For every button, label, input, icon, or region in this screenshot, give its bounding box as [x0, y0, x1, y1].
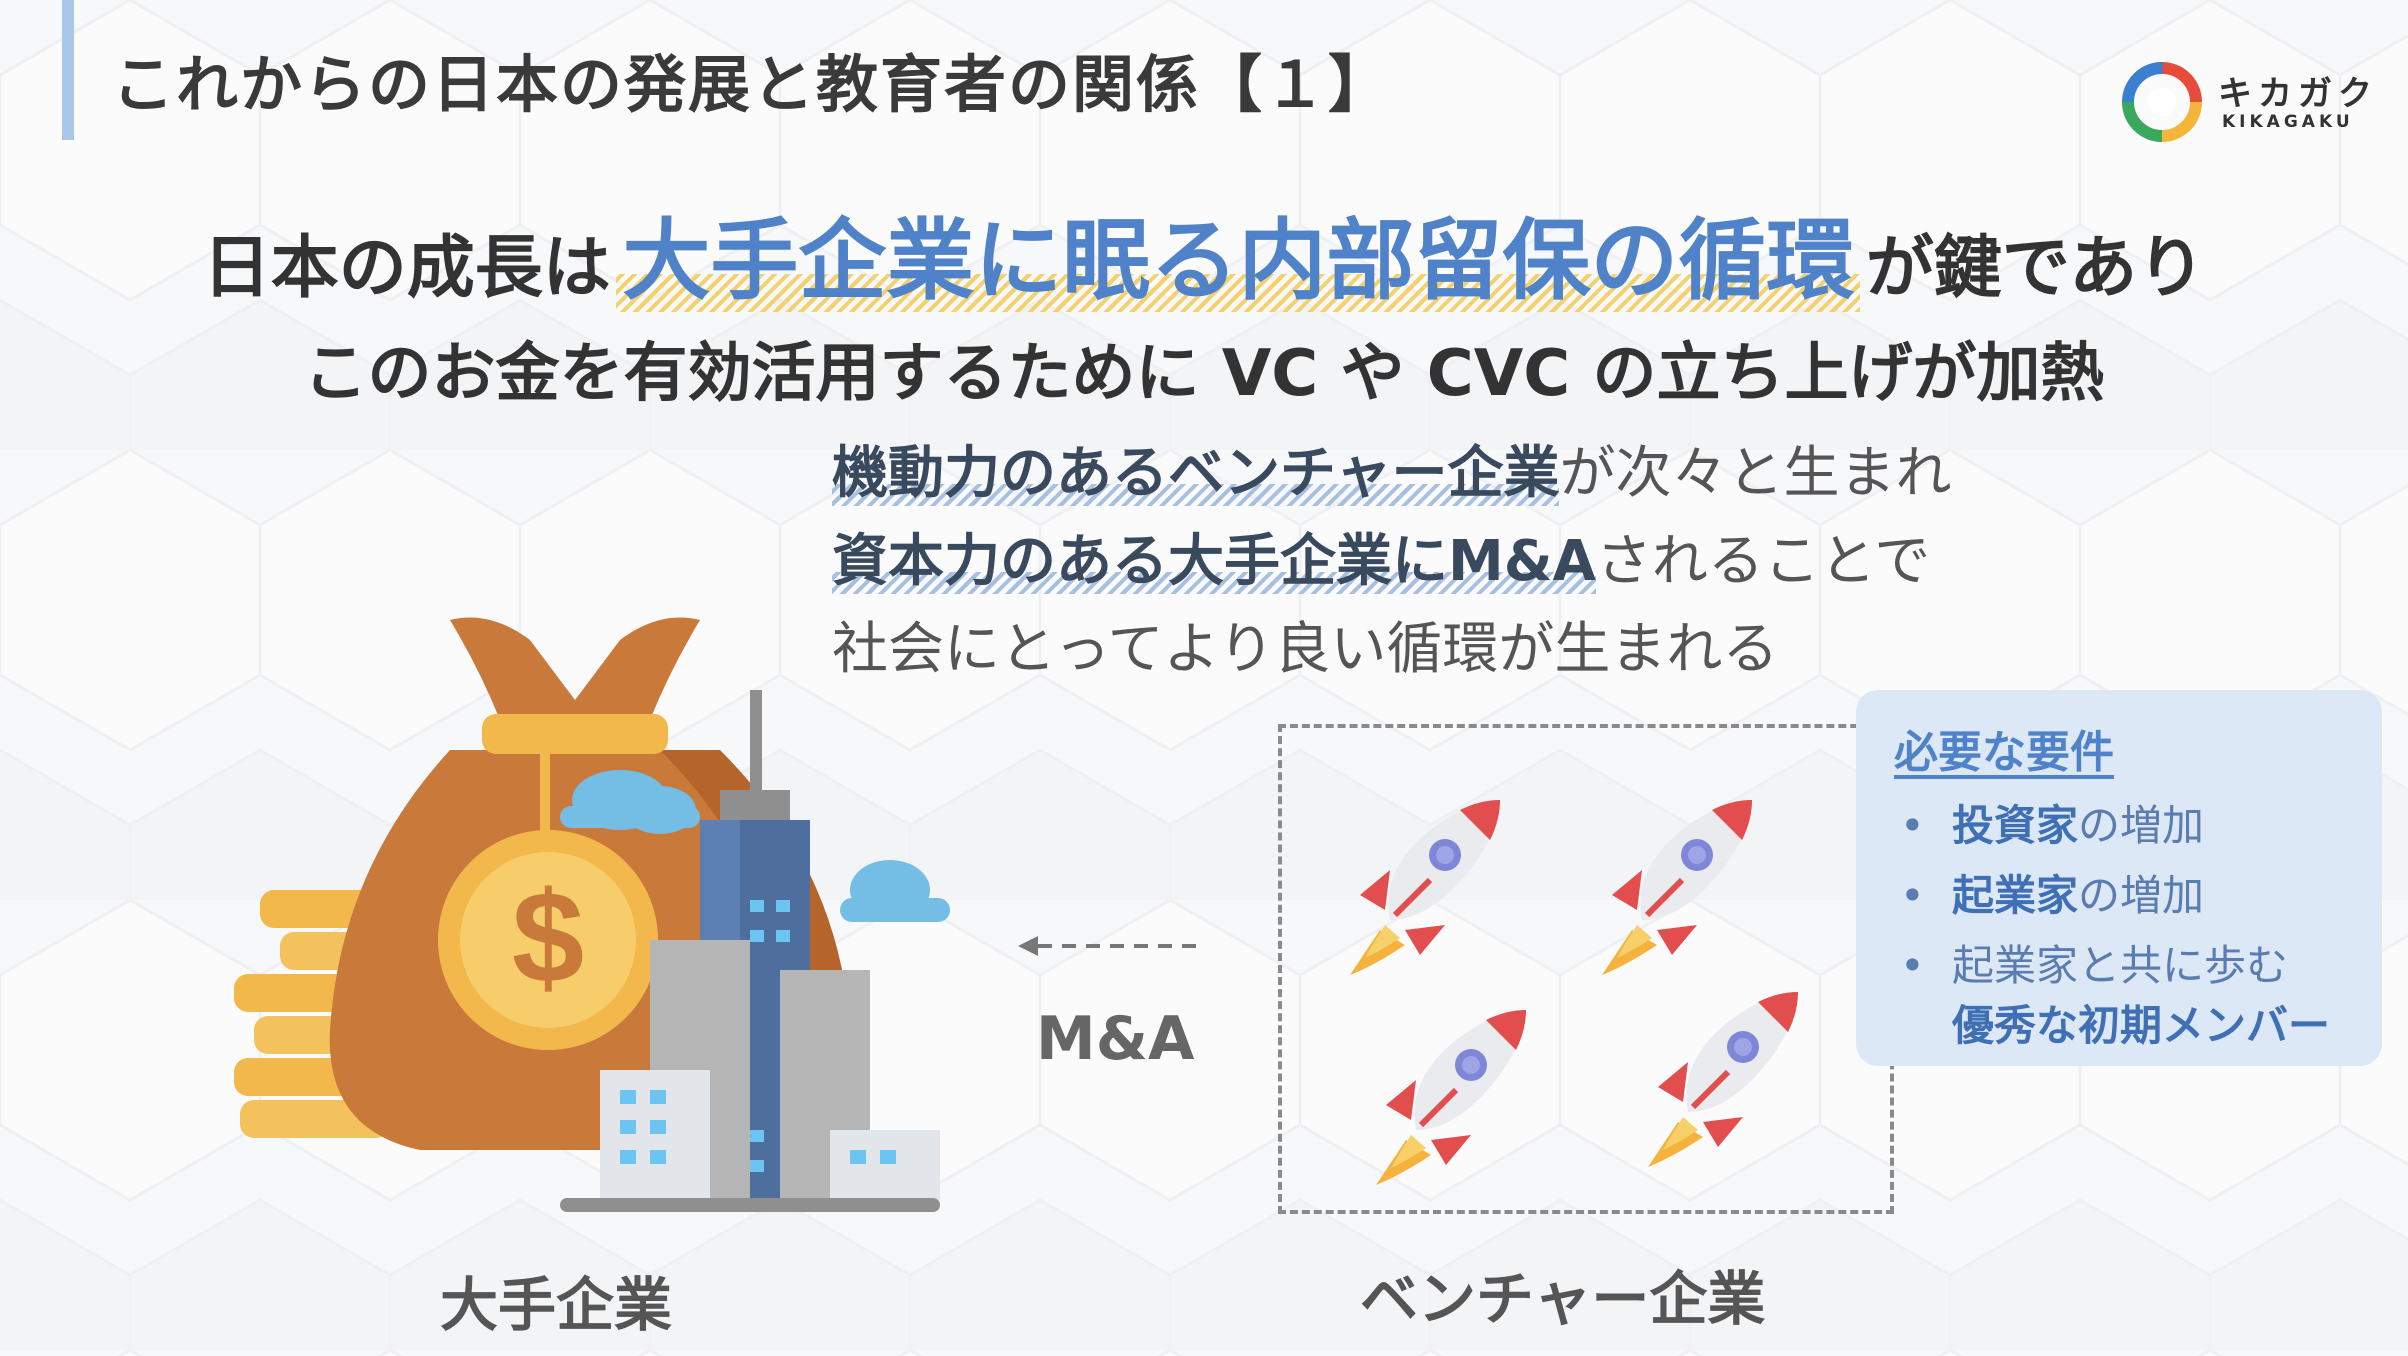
requirements-list: •投資家の増加 •起業家の増加 •起業家と共に歩む優秀な初期メンバー	[1894, 796, 2382, 1056]
requirement-item: • 投資家の増加	[1894, 796, 2382, 856]
body-text: 機動力のあるベンチャー企業が次々と生まれ 資本力のある大手企業にM&Aされること…	[832, 430, 1951, 694]
logo-subtitle: KIKAGAKU	[2222, 112, 2354, 132]
bullet-icon: •	[1900, 941, 1925, 990]
headline-suffix: が鍵であり	[1865, 229, 2206, 308]
rocket-icon	[1602, 800, 1752, 975]
big-company-label: 大手企業	[440, 1271, 673, 1339]
rockets-group	[1320, 770, 1860, 1190]
bullet-icon: •	[1900, 871, 1925, 920]
body-line2-highlight: 資本力のある大手企業にM&A	[832, 529, 1596, 594]
body-line1-rest: が次々と生まれ	[1559, 441, 1952, 506]
requirement-line2: 優秀な初期メンバー	[1952, 1001, 2331, 1050]
buildings-icon	[560, 690, 940, 1212]
headline-line1: 日本の成長は 大手企業に眠る内部留保の循環 が鍵であり	[0, 190, 2408, 317]
rocket-icon	[1376, 1010, 1526, 1185]
requirement-rest: の増加	[2078, 871, 2205, 920]
requirements-title: 必要な要件	[1894, 727, 2114, 778]
requirement-bold: 投資家	[1952, 801, 2079, 850]
body-line1: 機動力のあるベンチャー企業が次々と生まれ	[832, 430, 1951, 518]
headline-prefix: 日本の成長は	[202, 229, 611, 308]
requirement-item: • 起業家の増加	[1894, 866, 2382, 926]
body-line2: 資本力のある大手企業にM&Aされることで	[832, 518, 1951, 606]
body-line2-rest: されることで	[1595, 529, 1931, 594]
body-line1-highlight: 機動力のあるベンチャー企業	[832, 441, 1560, 506]
kikagaku-logo: キカガク KIKAGAKU	[2118, 52, 2408, 152]
requirement-bold: 起業家	[1952, 871, 2079, 920]
page-title: これからの日本の発展と教育者の関係【１】	[112, 48, 1393, 121]
requirement-item: • 起業家と共に歩む優秀な初期メンバー	[1894, 936, 2382, 1056]
rocket-icon	[1648, 992, 1798, 1167]
venture-label: ベンチャー企業	[1360, 1265, 1766, 1333]
title-accent-bar	[62, 0, 74, 140]
kikagaku-logo-icon	[2122, 62, 2202, 142]
logo-name: キカガク	[2218, 74, 2378, 114]
rocket-icon	[1350, 800, 1500, 975]
headline-highlight: 大手企業に眠る内部留保の循環	[616, 209, 1861, 312]
ma-label: M&A	[1036, 1004, 1195, 1074]
body-line3: 社会にとってより良い循環が生まれる	[832, 617, 1779, 682]
arrow-left-icon	[1018, 936, 1200, 956]
big-company-illustration: $	[234, 617, 950, 1212]
requirements-box: 必要な要件 •投資家の増加 •起業家の増加 •起業家と共に歩む優秀な初期メンバー	[1856, 690, 2382, 1066]
headline-line2: このお金を有効活用するために VC や CVC の立ち上げが加熱	[303, 337, 2105, 411]
cloud-icon	[560, 770, 700, 834]
requirement-rest: 起業家と共に歩む	[1952, 941, 2289, 990]
svg-text:$: $	[512, 864, 584, 1010]
cloud-icon	[840, 860, 950, 922]
bullet-icon: •	[1900, 801, 1925, 850]
requirement-rest: の増加	[2078, 801, 2205, 850]
